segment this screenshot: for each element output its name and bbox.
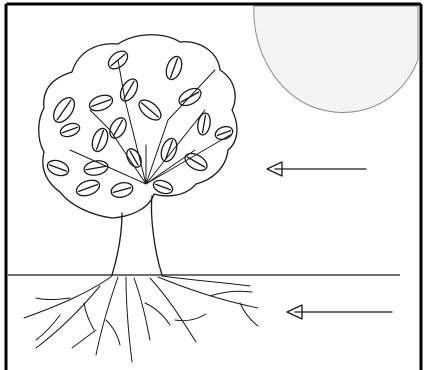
leaves	[45, 48, 234, 200]
leaf	[59, 121, 82, 139]
leaf	[45, 158, 70, 179]
tree-crown	[39, 35, 237, 218]
leaf	[196, 112, 212, 136]
leaf	[106, 115, 129, 141]
arrow-to-roots	[287, 305, 392, 319]
leaf	[176, 85, 204, 109]
leaf	[136, 96, 165, 123]
leaf	[110, 180, 135, 199]
branches	[70, 60, 230, 184]
leaf	[117, 76, 141, 104]
leaf	[87, 92, 114, 113]
leaf	[182, 150, 210, 174]
leaf	[105, 48, 131, 73]
leaf	[213, 124, 234, 141]
tree-trunk	[112, 196, 162, 275]
arrow-to-crown	[267, 162, 366, 176]
leaf	[163, 54, 184, 81]
leaf	[89, 126, 110, 153]
leaf	[74, 177, 101, 198]
leaf	[152, 178, 175, 196]
leaf	[49, 94, 78, 126]
sun	[254, 6, 418, 112]
roots	[24, 276, 258, 362]
leaf	[158, 136, 179, 163]
